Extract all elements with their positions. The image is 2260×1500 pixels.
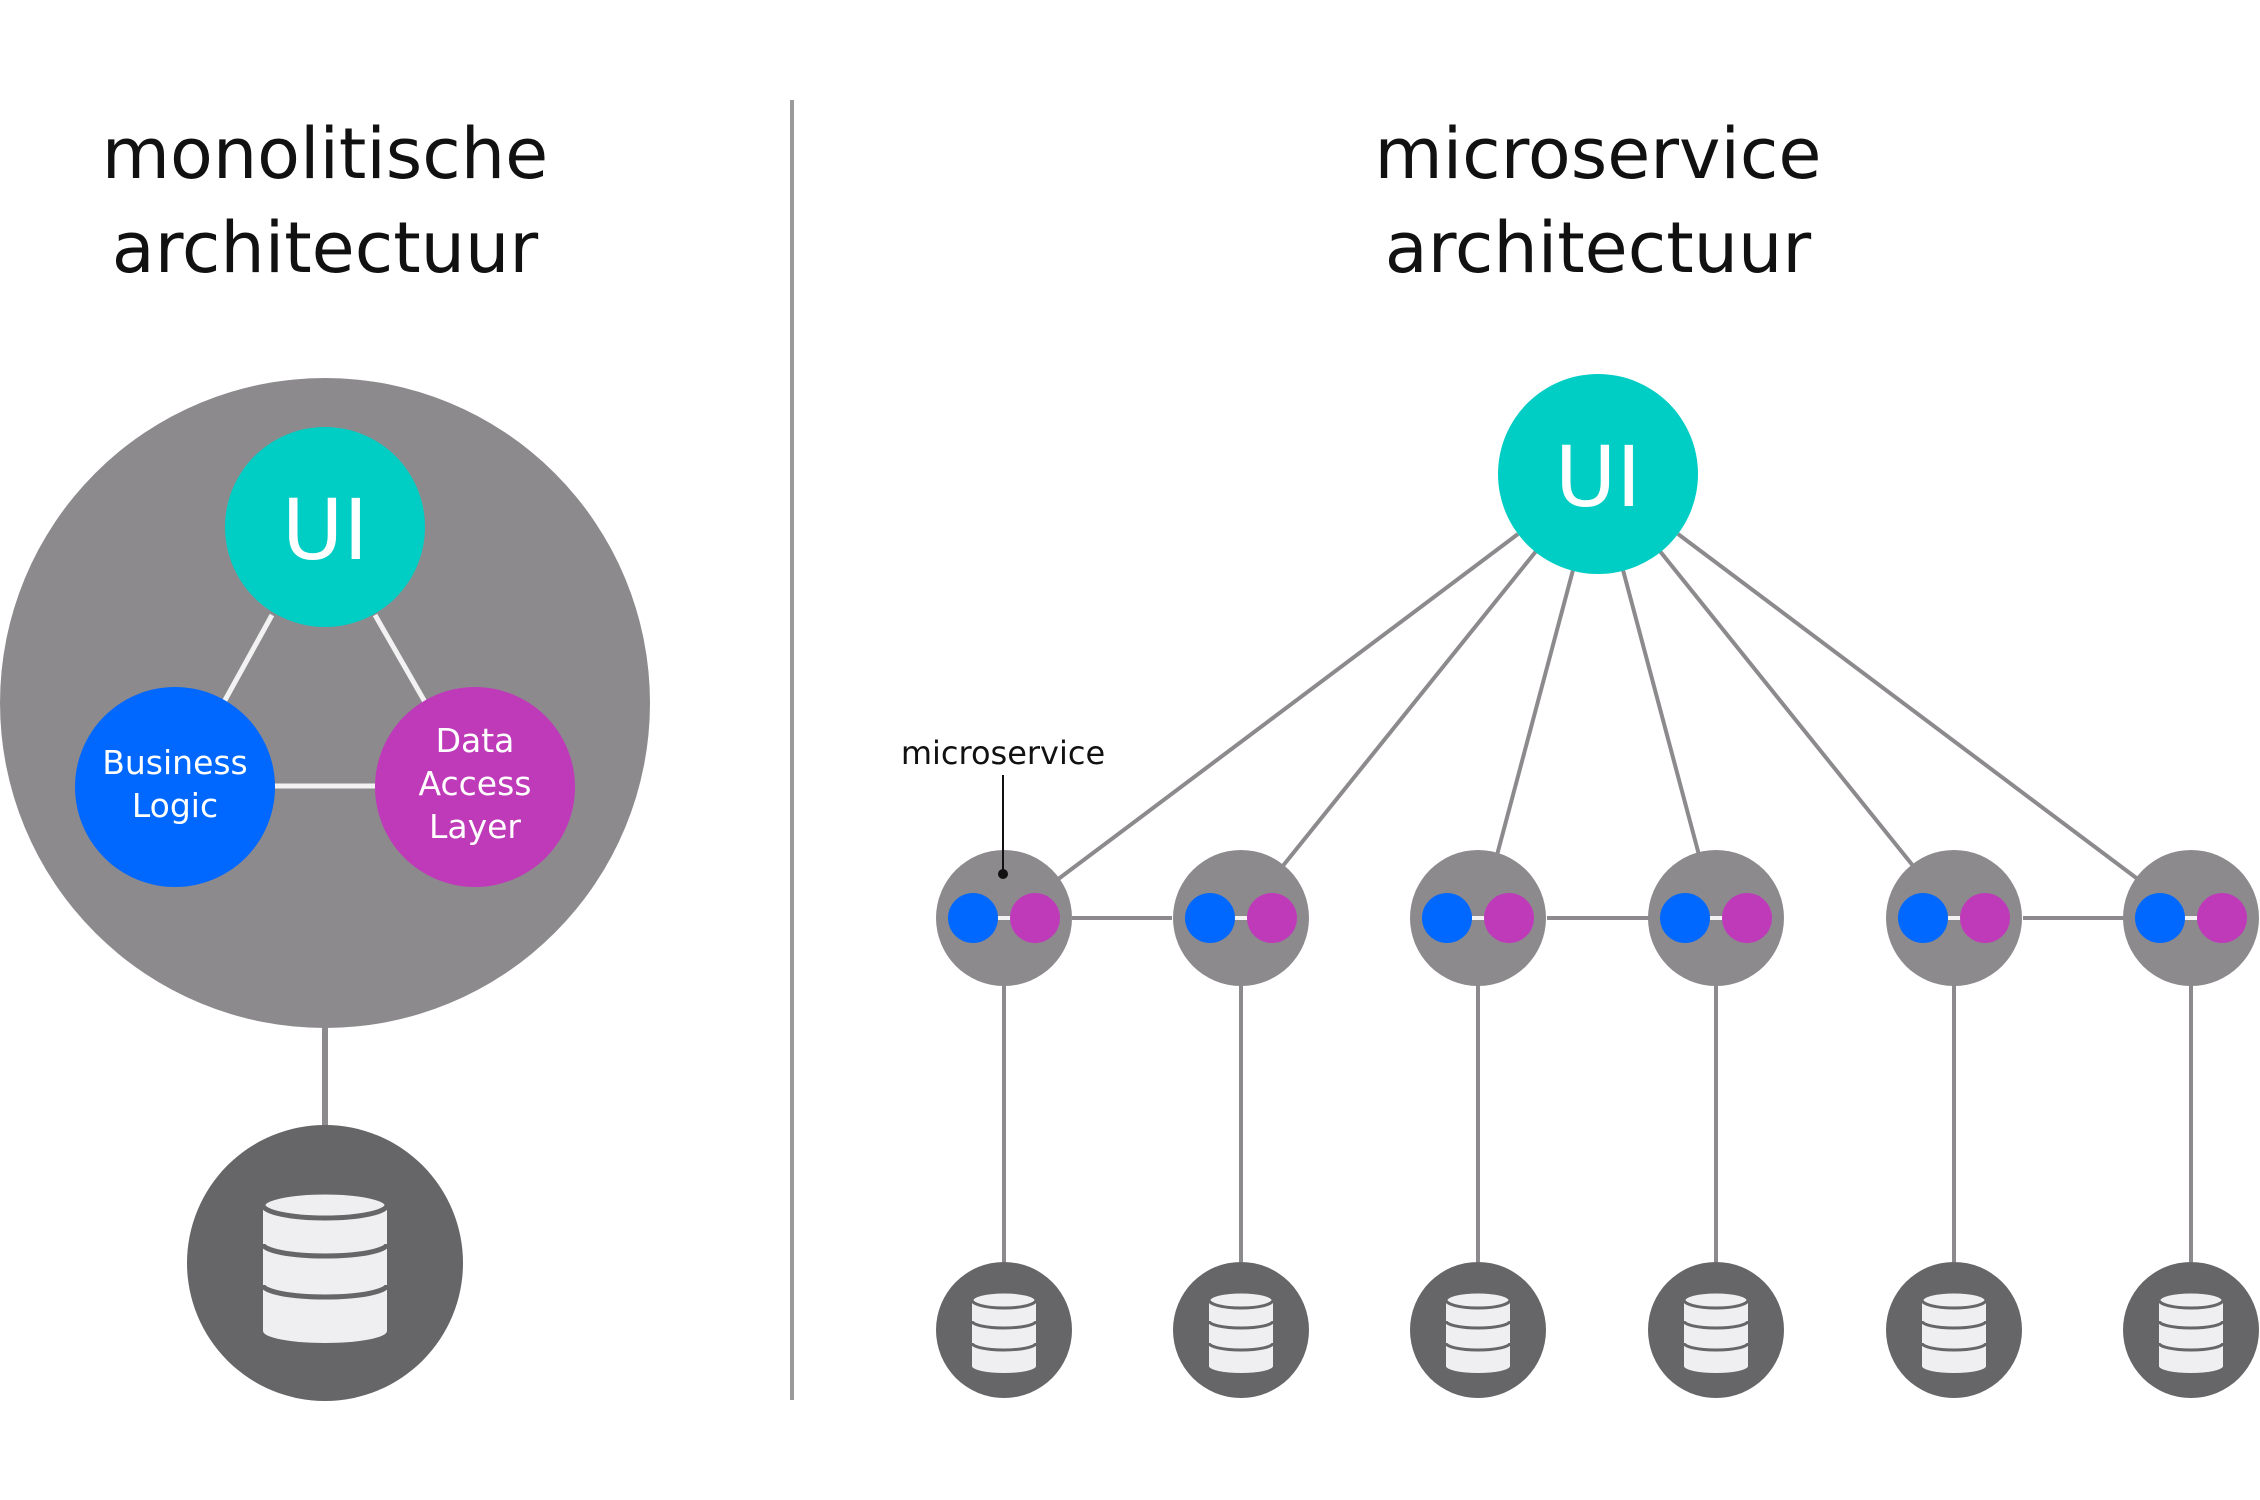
database-icon <box>1207 1290 1275 1373</box>
database-icon <box>970 1290 1038 1373</box>
microservice-database-5 <box>1886 1262 2022 1398</box>
microservice-title-line1: microservice <box>1375 113 1822 195</box>
data-access-label-line2: Access <box>419 764 532 803</box>
database-icon <box>1682 1290 1750 1373</box>
data-access-layer-node: Data Access Layer <box>375 687 575 887</box>
monolith-ui-label: UI <box>282 481 368 579</box>
monolith-ui-node: UI <box>225 427 425 627</box>
data-access-label-line3: Layer <box>429 807 521 846</box>
data-access-label-line1: Data <box>436 721 515 760</box>
business-logic-label-line1: Business <box>102 743 248 782</box>
microservice-node-6 <box>2123 850 2259 986</box>
microservice-callout: microservice <box>901 734 1105 879</box>
microservice-database-4 <box>1648 1262 1784 1398</box>
microservice-database-3 <box>1410 1262 1546 1398</box>
microservice-node-5 <box>1886 850 2022 986</box>
database-icon <box>1920 1290 1988 1373</box>
microservice-title-line2: architectuur <box>1385 207 1812 289</box>
business-logic-node: Business Logic <box>75 687 275 887</box>
microservice-ui-label: UI <box>1555 428 1641 526</box>
database-icon <box>260 1189 390 1343</box>
monolith-title-line1: monolitische <box>102 113 548 195</box>
database-icon <box>1444 1290 1512 1373</box>
microservice-database-2 <box>1173 1262 1309 1398</box>
monolith-title-line2: architectuur <box>112 207 539 289</box>
business-logic-label-line2: Logic <box>132 786 218 825</box>
monolith-database <box>187 1125 463 1401</box>
microservice-node-4 <box>1648 850 1784 986</box>
database-icon <box>2157 1290 2225 1373</box>
service-db-connectors <box>1002 985 2193 1262</box>
microservice-node-1 <box>936 850 1072 986</box>
ui-fanout-lines <box>1055 532 2141 882</box>
microservice-callout-label: microservice <box>901 734 1105 772</box>
microservice-node-2 <box>1173 850 1309 986</box>
microservice-node-3 <box>1410 850 1546 986</box>
microservice-database-6 <box>2123 1262 2259 1398</box>
microservice-database-1 <box>936 1262 1072 1398</box>
link-ui-business <box>221 613 275 704</box>
microservice-ui-node: UI <box>1498 374 1698 574</box>
link-ui-data <box>372 613 428 704</box>
